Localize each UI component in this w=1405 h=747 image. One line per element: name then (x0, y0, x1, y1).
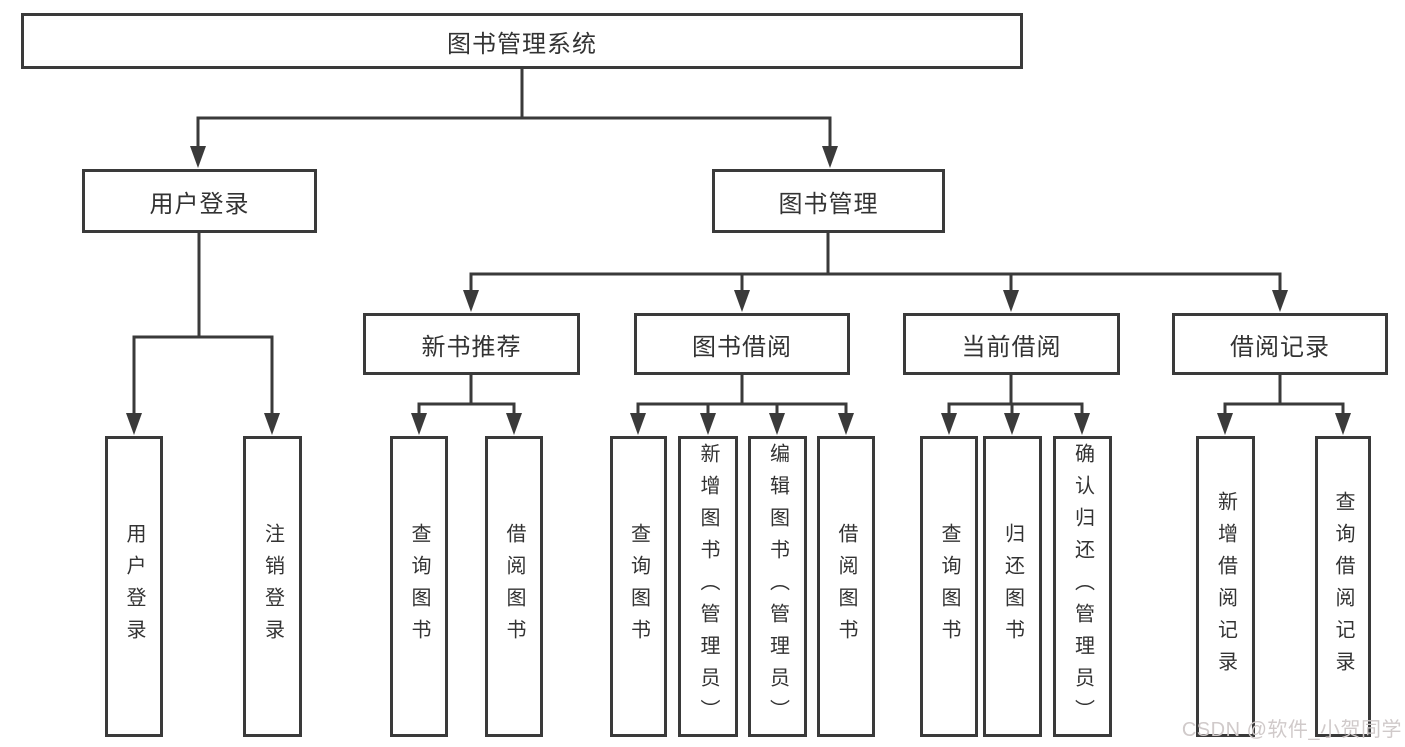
leaf-query-books-borrow: 查询图书 (610, 436, 667, 737)
leaf-label: 注销登录 (261, 522, 284, 651)
leaf-label: 查询借阅记录 (1332, 490, 1354, 683)
leaf-label: 新增图书（管理员） (697, 442, 719, 731)
node-current-borrowing: 当前借阅 (903, 313, 1120, 375)
leaf-query-books-current: 查询图书 (920, 436, 978, 737)
node-book-management: 图书管理 (712, 169, 945, 233)
leaf-label: 借阅图书 (503, 522, 525, 651)
node-new-book-recommendation: 新书推荐 (363, 313, 580, 375)
leaf-label: 新增借阅记录 (1214, 490, 1237, 683)
leaf-confirm-return-admin: 确认归还（管理员） (1053, 436, 1112, 737)
leaf-query-borrow-record: 查询借阅记录 (1315, 436, 1371, 737)
node-user-login: 用户登录 (82, 169, 317, 233)
leaf-label: 查询图书 (408, 522, 430, 651)
node-book-borrowing: 图书借阅 (634, 313, 850, 375)
leaf-label: 编辑图书（管理员） (766, 442, 789, 731)
watermark: CSDN @软件_小贺同学 (1181, 719, 1402, 741)
leaf-return-books: 归还图书 (983, 436, 1042, 737)
leaf-query-books-recommend: 查询图书 (390, 436, 448, 737)
node-library-system: 图书管理系统 (21, 13, 1023, 69)
node-borrowing-records: 借阅记录 (1172, 313, 1388, 375)
leaf-label: 用户登录 (123, 522, 145, 651)
leaf-label: 确认归还（管理员） (1071, 442, 1094, 731)
leaf-borrow-books-recommend: 借阅图书 (485, 436, 543, 737)
leaf-add-borrow-record: 新增借阅记录 (1196, 436, 1255, 737)
leaf-label: 借阅图书 (835, 522, 857, 651)
leaf-logout: 注销登录 (243, 436, 302, 737)
leaf-borrow-books: 借阅图书 (817, 436, 875, 737)
leaf-edit-books-admin: 编辑图书（管理员） (748, 436, 807, 737)
leaf-label: 归还图书 (1001, 522, 1024, 651)
leaf-user-login: 用户登录 (105, 436, 163, 737)
leaf-label: 查询图书 (627, 522, 650, 651)
leaf-label: 查询图书 (938, 522, 960, 651)
leaf-add-books-admin: 新增图书（管理员） (678, 436, 738, 737)
